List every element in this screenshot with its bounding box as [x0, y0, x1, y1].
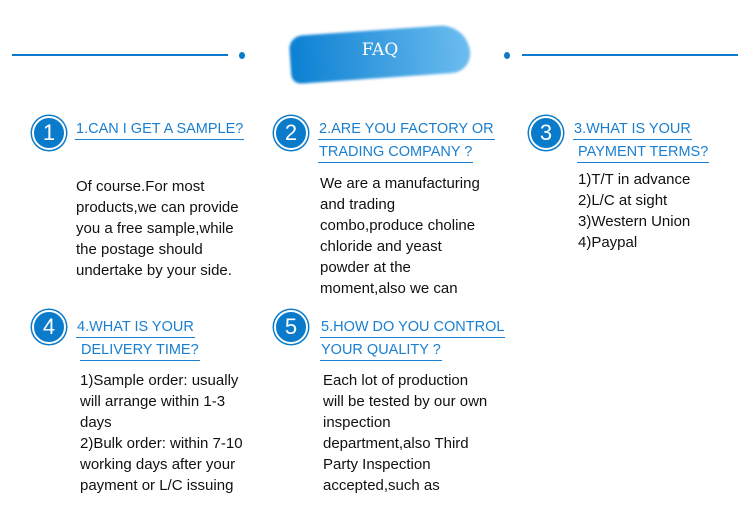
faq-answer-3: 1)T/T in advance 2)L/C at sight 3)Wester…: [578, 169, 690, 253]
faq-question-5: 5.HOW DO YOU CONTROL YOUR QUALITY ?: [320, 316, 506, 362]
answer-line: you a free sample,while: [76, 220, 234, 237]
answer-line: working days after your: [80, 456, 236, 473]
number-badge-3: 3: [529, 116, 563, 150]
question-line: 5.HOW DO YOU CONTROL: [320, 318, 506, 338]
answer-line: moment,also we can: [320, 280, 458, 297]
divider-dot-left: [239, 52, 245, 59]
answer-line: accepted,such as: [323, 477, 440, 494]
page-title: FAQ: [361, 40, 399, 60]
divider-dot-right: [504, 52, 510, 59]
question-line: 4.WHAT IS YOUR: [76, 318, 195, 338]
faq-question-3: 3.WHAT IS YOUR PAYMENT TERMS?: [573, 118, 710, 164]
question-line: YOUR QUALITY ?: [320, 341, 442, 361]
answer-line: will arrange within 1-3: [80, 393, 226, 410]
faq-question-4: 4.WHAT IS YOUR DELIVERY TIME?: [76, 316, 200, 362]
answer-line: Each lot of production: [323, 372, 469, 389]
answer-line: inspection: [323, 414, 391, 431]
question-line: PAYMENT TERMS?: [577, 143, 710, 163]
answer-line: 1)Sample order: usually: [80, 372, 239, 389]
answer-line: will be tested by our own: [323, 393, 488, 410]
faq-answer-4: 1)Sample order: usually will arrange wit…: [80, 370, 243, 496]
number-badge-2: 2: [274, 116, 308, 150]
question-line: 1.CAN I GET A SAMPLE?: [75, 120, 245, 140]
answer-line: department,also Third: [323, 435, 469, 452]
number-badge-5: 5: [274, 310, 308, 344]
divider-right: [522, 54, 738, 56]
answer-line: We are a manufacturing: [320, 175, 480, 192]
number-badge-1: 1: [32, 116, 66, 150]
answer-line: and trading: [320, 196, 396, 213]
faq-answer-2: We are a manufacturing and trading combo…: [320, 173, 480, 299]
faq-question-1: 1.CAN I GET A SAMPLE?: [75, 118, 245, 141]
number-badge-4: 4: [32, 310, 66, 344]
answer-line: 1)T/T in advance: [578, 171, 691, 188]
answer-line: products,we can provide: [76, 199, 239, 216]
answer-line: 2)Bulk order: within 7-10: [80, 435, 243, 452]
answer-line: days: [80, 414, 112, 431]
answer-line: undertake by your side.: [76, 262, 232, 279]
question-line: 3.WHAT IS YOUR: [573, 120, 692, 140]
divider-left: [12, 54, 228, 56]
question-line: TRADING COMPANY ?: [318, 143, 474, 163]
answer-line: Party Inspection: [323, 456, 431, 473]
faq-answer-1: Of course.For most products,we can provi…: [76, 176, 239, 281]
faq-answer-5: Each lot of production will be tested by…: [323, 370, 487, 496]
answer-line: Of course.For most: [76, 178, 205, 195]
answer-line: 3)Western Union: [578, 213, 691, 230]
answer-line: 4)Paypal: [578, 234, 638, 251]
answer-line: 2)L/C at sight: [578, 192, 668, 209]
answer-line: combo,produce choline: [320, 217, 476, 234]
question-line: DELIVERY TIME?: [80, 341, 200, 361]
answer-line: the postage should: [76, 241, 203, 258]
answer-line: chloride and yeast: [320, 238, 442, 255]
question-line: 2.ARE YOU FACTORY OR: [318, 120, 495, 140]
answer-line: payment or L/C issuing: [80, 477, 234, 494]
faq-question-2: 2.ARE YOU FACTORY OR TRADING COMPANY ?: [318, 118, 495, 164]
answer-line: powder at the: [320, 259, 411, 276]
